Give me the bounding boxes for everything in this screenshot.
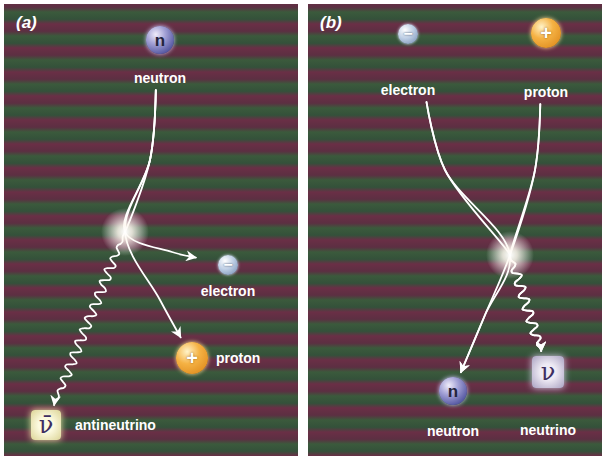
neutrino-glow-square: ν̄ — [31, 410, 61, 440]
panel-ground — [308, 4, 602, 456]
particle: − electron — [199, 253, 257, 301]
reaction-panel: (a) n neutron − electron + proton ν̄ antineutrin… — [4, 4, 298, 456]
wavy-arrow — [54, 90, 156, 405]
particle: − electron — [379, 22, 437, 100]
interaction-glow — [486, 231, 534, 279]
particle-sphere: − — [218, 255, 238, 275]
particle-sphere: n — [439, 377, 467, 405]
particle-label: antineutrino — [75, 417, 156, 433]
particle-sphere: − — [398, 24, 418, 44]
particle-label: neutron — [134, 70, 186, 86]
particle-sphere: n — [146, 26, 174, 54]
particle-label: electron — [201, 283, 255, 299]
particle: n neutron — [132, 24, 188, 88]
wavy-arrow — [427, 102, 542, 351]
interaction-glow — [101, 208, 149, 256]
reaction-panel: (b) − electron + proton n neutron ν neutrino — [308, 4, 602, 456]
particle-symbol: − — [403, 26, 412, 42]
panel-label: (a) — [16, 13, 37, 33]
particle-symbol: − — [223, 257, 232, 273]
particle-sphere: + — [176, 342, 208, 374]
panel-label: (b) — [320, 13, 342, 33]
particle-label: neutron — [427, 423, 479, 439]
reaction-arrow — [461, 104, 540, 372]
particle-sphere: + — [531, 18, 561, 48]
particle: + proton — [174, 340, 262, 376]
particle: ν neutrino — [518, 354, 578, 440]
wavy-arrow — [510, 104, 541, 351]
particle-label: proton — [216, 350, 260, 366]
particle-label: neutrino — [520, 422, 576, 438]
particle: ν̄ antineutrino — [29, 408, 158, 442]
particle-symbol: + — [186, 348, 198, 368]
particle-symbol: ν̄ — [39, 413, 54, 437]
panel-ground — [4, 4, 298, 456]
particle-label: proton — [524, 84, 568, 100]
particle-label: electron — [381, 82, 435, 98]
particle-symbol: n — [155, 32, 165, 49]
particle-symbol: + — [540, 23, 552, 43]
particle: + proton — [522, 16, 570, 102]
neutrino-glow-square: ν — [532, 356, 564, 388]
particle: n neutron — [425, 375, 481, 441]
particle-symbol: n — [448, 383, 458, 400]
particle-symbol: ν — [541, 360, 556, 384]
